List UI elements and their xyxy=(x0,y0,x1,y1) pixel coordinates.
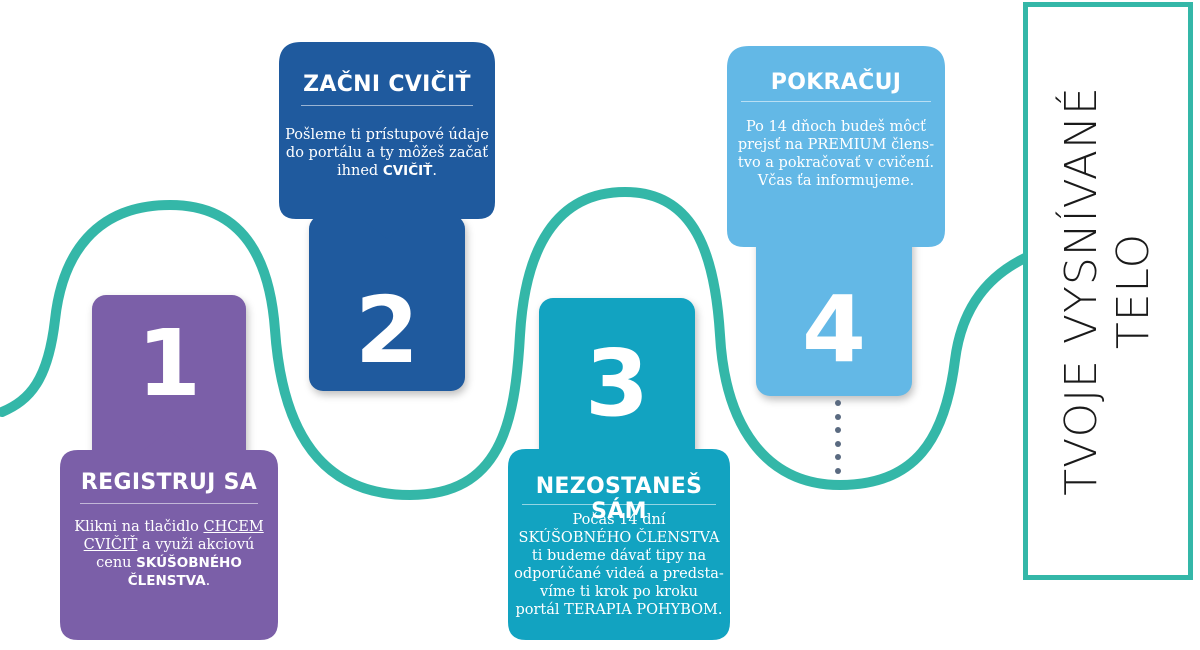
description-segment: portál TERAPIA POHYBOM. xyxy=(515,602,723,618)
description-line: víme ti krok po kroku xyxy=(508,583,730,601)
goal-text: TVOJE VYSNÍVANÉ TELO xyxy=(1056,86,1160,496)
goal-box: TVOJE VYSNÍVANÉ TELO xyxy=(1023,2,1193,580)
description-line: ti budeme dávať tipy na xyxy=(508,547,730,565)
step-2-title: ZAČNI CVIČIŤ xyxy=(303,72,471,97)
step-4-divider xyxy=(741,101,931,102)
step-1-divider xyxy=(80,503,258,504)
description-line: Klikni na tlačidlo CHCEM xyxy=(60,518,278,536)
description-segment: Počas 14 dní xyxy=(572,512,666,528)
description-segment: ČLENSTVA xyxy=(127,573,206,589)
description-segment: Včas ťa informujeme. xyxy=(757,173,915,189)
description-segment: Po 14 dňoch budeš môcť xyxy=(746,119,926,135)
description-segment: CHCEM xyxy=(203,519,264,535)
goal-line-1: TVOJE VYSNÍVANÉ xyxy=(1056,86,1107,496)
step-1-card-shape xyxy=(60,430,278,640)
description-line: CVIČIŤ a využi akciovú xyxy=(60,536,278,554)
step-1-title: REGISTRUJ SA xyxy=(80,470,258,495)
description-line: portál TERAPIA POHYBOM. xyxy=(508,601,730,619)
description-segment: Pošleme ti prístupové údaje xyxy=(285,127,489,143)
description-segment: do portálu a ty môžeš začať xyxy=(285,145,489,161)
description-line: SKÚŠOBNÉHO ČLENSTVA xyxy=(508,529,730,547)
description-line: Pošleme ti prístupové údaje xyxy=(279,126,495,144)
step-3-divider xyxy=(522,504,716,505)
step-4-description: Po 14 dňoch budeš môcť prejsť na PREMIUM … xyxy=(727,118,945,190)
description-segment: SKÚŠOBNÉHO xyxy=(136,555,242,571)
step-3-card-shape xyxy=(508,429,730,640)
step-3-title: NEZOSTANEŠ SÁM xyxy=(535,474,703,524)
description-segment: CVIČIŤ xyxy=(382,163,433,179)
description-segment: odporúčané videá a predsta- xyxy=(514,566,724,582)
step-4-card: POKRAČUJ Po 14 dňoch budeš môcť prejsť na… xyxy=(727,46,945,267)
step-2-number: 2 xyxy=(354,277,419,384)
description-segment: a využi akciovú xyxy=(137,537,255,553)
step-2-card-shape xyxy=(279,42,495,239)
description-line: Po 14 dňoch budeš môcť xyxy=(727,118,945,136)
step-4-number-tab: 4 xyxy=(756,220,912,396)
step-3-number: 3 xyxy=(584,330,649,437)
description-segment: CVIČIŤ xyxy=(83,537,138,553)
description-segment: prejsť na PREMIUM člens- xyxy=(737,137,935,153)
step-4-number: 4 xyxy=(801,276,866,383)
description-segment: SKÚŠOBNÉHO ČLENSTVA xyxy=(518,530,720,546)
step-4-title: POKRAČUJ xyxy=(770,70,902,95)
goal-line-2: TELO xyxy=(1108,232,1159,350)
description-line: do portálu a ty môžeš začať xyxy=(279,144,495,162)
dotted-connector xyxy=(834,400,842,481)
description-line: ČLENSTVA. xyxy=(60,572,278,590)
description-segment: . xyxy=(432,163,437,179)
description-segment: ihned xyxy=(337,163,383,179)
description-segment: ti budeme dávať tipy na xyxy=(531,548,707,564)
step-1-number: 1 xyxy=(136,310,201,417)
step-2-description: Pošleme ti prístupové údaje do portálu a … xyxy=(279,126,495,180)
description-segment: víme ti krok po kroku xyxy=(540,584,698,600)
description-segment: cenu xyxy=(96,555,137,571)
description-line: Počas 14 dní xyxy=(508,511,730,529)
description-segment: tvo a pokračovať v cvičení. xyxy=(737,155,935,171)
description-line: prejsť na PREMIUM člens- xyxy=(727,136,945,154)
description-line: tvo a pokračovať v cvičení. xyxy=(727,154,945,172)
description-line: ihned CVIČIŤ. xyxy=(279,162,495,180)
description-segment: Klikni na tlačidlo xyxy=(74,519,204,535)
step-2-number-tab: 2 xyxy=(309,215,465,391)
description-segment: . xyxy=(205,573,211,589)
step-2-divider xyxy=(301,105,473,106)
step-2-card: ZAČNI CVIČIŤ Pošleme ti prístupové údaje… xyxy=(279,42,495,239)
description-line: cenu SKÚŠOBNÉHO xyxy=(60,554,278,572)
description-line: Včas ťa informujeme. xyxy=(727,172,945,190)
description-line: odporúčané videá a predsta- xyxy=(508,565,730,583)
